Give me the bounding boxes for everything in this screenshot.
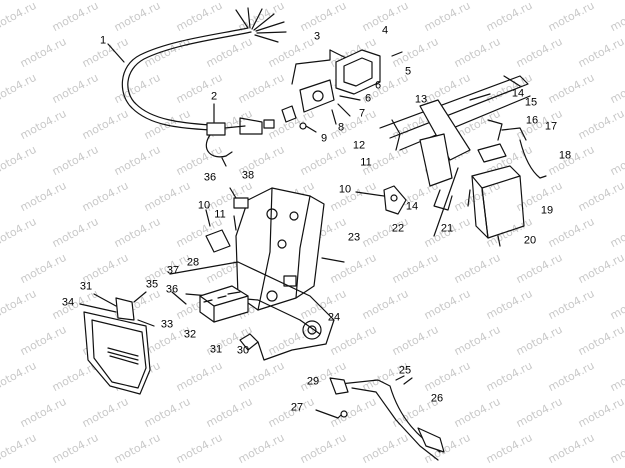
- callout-7: 7: [358, 107, 366, 120]
- callout-26: 26: [430, 392, 444, 405]
- lower-harness: [315, 375, 445, 461]
- callout-17: 17: [544, 120, 558, 133]
- callout-10: 10: [197, 199, 211, 212]
- callout-6: 6: [374, 79, 382, 92]
- callout-20: 20: [523, 234, 537, 247]
- callout-34: 34: [61, 296, 75, 309]
- callout-36: 36: [165, 283, 179, 296]
- callout-31: 31: [79, 280, 93, 293]
- callout-14: 14: [405, 200, 419, 213]
- battery-strap: [433, 167, 459, 237]
- electronic-module: [199, 285, 249, 323]
- callout-8: 8: [337, 121, 345, 134]
- callout-12: 12: [352, 139, 366, 152]
- tail-light-assembly: [281, 49, 403, 133]
- rear-frame-section: [379, 75, 547, 211]
- callout-9: 9: [320, 132, 328, 145]
- callout-23: 23: [347, 231, 361, 244]
- callout-38: 38: [241, 169, 255, 182]
- callout-18: 18: [558, 149, 572, 162]
- callout-1: 1: [99, 34, 107, 47]
- callout-37: 37: [166, 264, 180, 277]
- relay-components: [205, 187, 249, 253]
- callout-30: 30: [236, 344, 250, 357]
- callout-11: 11: [214, 208, 226, 221]
- callout-10: 10: [338, 183, 352, 196]
- callout-29: 29: [306, 375, 320, 388]
- callout-33: 33: [160, 318, 174, 331]
- callout-32: 32: [183, 328, 197, 341]
- callout-15: 15: [524, 96, 538, 109]
- callout-11: 11: [360, 156, 372, 169]
- callout-31: 31: [209, 343, 223, 356]
- callout-14: 14: [511, 87, 525, 100]
- mud-flap: [79, 291, 187, 395]
- callout-5: 5: [404, 65, 412, 78]
- callout-27: 27: [290, 401, 304, 414]
- callout-19: 19: [540, 204, 554, 217]
- callout-16: 16: [525, 114, 539, 127]
- wiring-harness: [107, 7, 287, 131]
- callout-3: 3: [313, 30, 321, 43]
- callout-25: 25: [398, 364, 412, 377]
- callout-6: 6: [364, 92, 372, 105]
- harness-connector: [205, 103, 275, 167]
- mount-bracket: [355, 185, 407, 215]
- callout-4: 4: [381, 24, 389, 37]
- battery: [467, 143, 525, 247]
- callout-24: 24: [327, 311, 341, 324]
- callout-36: 36: [203, 171, 217, 184]
- callout-13: 13: [414, 93, 428, 106]
- callout-22: 22: [391, 222, 405, 235]
- callout-35: 35: [145, 278, 159, 291]
- callout-28: 28: [186, 256, 200, 269]
- main-support-plate: [235, 187, 325, 311]
- callout-2: 2: [210, 90, 218, 103]
- bolt: [321, 257, 345, 263]
- callout-21: 21: [440, 222, 454, 235]
